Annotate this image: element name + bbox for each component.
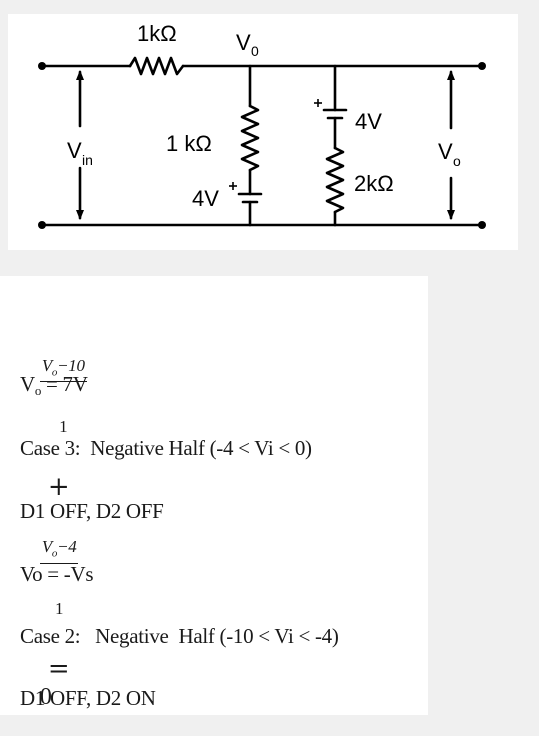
- node-equation: Vo−10 1 + Vo−4 1 = 0: [20, 296, 87, 736]
- result-vo-sub: o: [34, 383, 42, 398]
- case-3-heading: Case 3: Negative Half (-4 < Vi < 0): [20, 436, 312, 460]
- fraction-2-sub: o: [51, 547, 58, 560]
- equation-rhs: 0: [39, 684, 52, 711]
- terminal-bottom-right: [478, 221, 486, 229]
- terminal-bottom-left: [38, 221, 46, 229]
- vo-top-label: V: [236, 30, 251, 55]
- fraction-1-rest: −10: [57, 356, 85, 375]
- circuit-diagram: 1kΩ V 0 1 kΩ 4V 4V 2kΩ V in V o: [8, 14, 518, 250]
- vo-right-label: V: [438, 139, 453, 164]
- result-vo-value: = 7V: [41, 372, 88, 396]
- vo-top-subscript: 0: [251, 43, 259, 59]
- fraction-term-2: Vo−4 1: [39, 502, 79, 653]
- vin-arrowhead-down: [76, 210, 84, 220]
- vo-right-subscript: o: [453, 153, 461, 169]
- branch-resistor-label: 2kΩ: [354, 171, 394, 196]
- case-3-diode-state: D1 OFF, D2 OFF: [20, 499, 164, 523]
- vo-arrowhead-up: [447, 70, 455, 80]
- vin-arrowhead-up: [76, 70, 84, 80]
- battery1-label: 4V: [192, 186, 219, 211]
- fraction-2-rest: −4: [57, 537, 77, 557]
- case-2-heading: Case 2: Negative Half (-10 < Vi < -4): [20, 624, 339, 648]
- fraction-term-1: Vo−10 1: [39, 321, 87, 472]
- series-resistor-label: 1kΩ: [137, 21, 177, 46]
- fraction-2-numerator: Vo−4: [39, 537, 79, 564]
- fraction-1-denominator: 1: [59, 417, 68, 437]
- solution-panel: Vo−10 1 + Vo−4 1 = 0 Vo = 7V Case 3: Neg…: [0, 276, 428, 715]
- branch-resistor: [325, 146, 345, 214]
- result-vo-var: V: [20, 372, 35, 396]
- fraction-2-var: V: [41, 537, 52, 557]
- battery2-label: 4V: [355, 109, 382, 134]
- series-resistor: [128, 56, 185, 76]
- vin-subscript: in: [82, 152, 93, 168]
- case-2-diode-state: D1 OFF, D2 ON: [20, 686, 156, 710]
- fraction-2-denominator: 1: [55, 598, 64, 618]
- equals-sign: =: [47, 653, 70, 684]
- plus-sign: +: [47, 472, 70, 503]
- vo-arrowhead-down: [447, 210, 455, 220]
- terminal-top-right: [478, 62, 486, 70]
- shunt-resistor: [240, 104, 260, 172]
- fraction-1-numerator: Vo−10: [39, 356, 87, 383]
- vin-label: V: [67, 138, 82, 163]
- case-3-vo: Vo = -Vs: [20, 562, 94, 586]
- shunt-resistor-label: 1 kΩ: [166, 131, 212, 156]
- fraction-1-sub: o: [51, 366, 58, 379]
- circuit-svg: 1kΩ V 0 1 kΩ 4V 4V 2kΩ V in V o: [38, 21, 486, 229]
- result-vo: Vo = 7V: [20, 372, 88, 399]
- terminal-top-left: [38, 62, 46, 70]
- fraction-1-var: V: [41, 356, 52, 375]
